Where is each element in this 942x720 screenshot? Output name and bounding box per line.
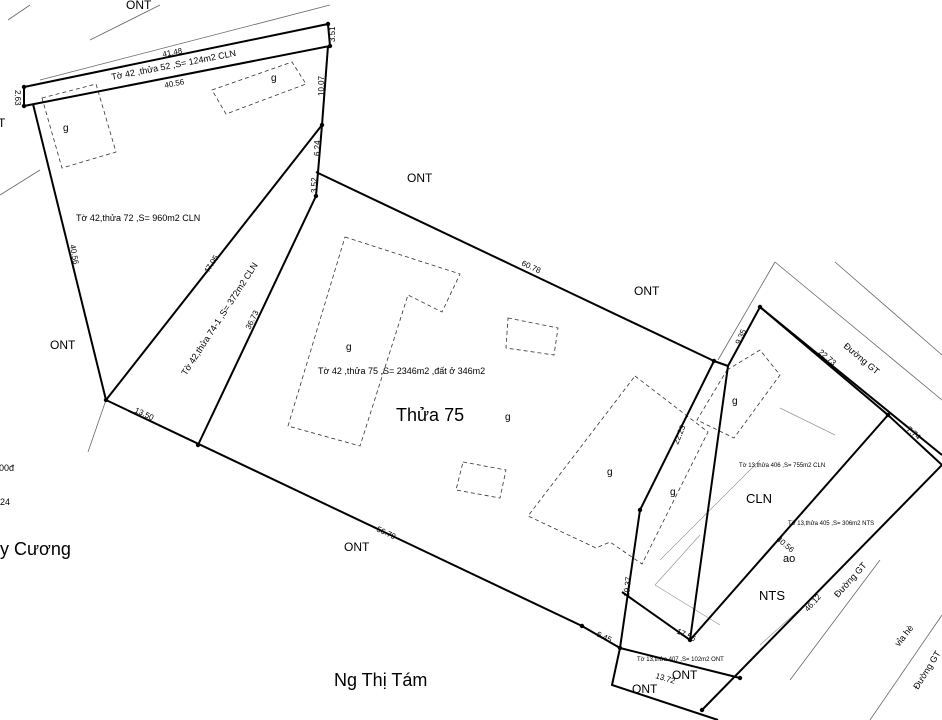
parcel-406-info: Tờ 13,thửa 406 ,S= 755m2 CLN (739, 462, 825, 469)
ont-label-center: ONT (407, 171, 433, 185)
land-use-labels: ONT ONT ONT ONT ONT ONT ONT CLN NTS ao g… (50, 0, 795, 696)
parcel-boundaries (23, 22, 942, 720)
g-label-2: g (271, 73, 277, 84)
dim-17-56: 17.56 (675, 627, 697, 644)
parcel-405-info: Tờ 13,thửa 405 ,S= 306m2 NTS (788, 520, 874, 527)
cln-label: CLN (746, 491, 772, 506)
road-label-3: Đường GT (911, 648, 942, 691)
road-label-1: Đường GT (842, 341, 882, 377)
context-lines (0, 4, 942, 720)
edge-fragment-24: 24 (0, 497, 10, 507)
ont-label-top: ONT (126, 0, 152, 12)
ao-label: ao (783, 553, 795, 565)
dim-40-56-right: 40.56 (775, 535, 797, 555)
g-label-7: g (732, 396, 738, 407)
dim-40-56-top: 40.56 (164, 77, 186, 90)
building-outlines (41, 61, 781, 565)
nts-label: NTS (759, 588, 785, 603)
vertex-points (21, 21, 891, 713)
g-label-1: g (63, 123, 69, 134)
ont-label-left: ONT (50, 338, 76, 352)
dim-41-48: 41.48 (162, 46, 184, 59)
dim-40-56-left: 40.56 (68, 244, 80, 266)
road-label-2: Đường GT (832, 560, 869, 599)
ont-label-right: ONT (634, 284, 660, 298)
dimension-labels: 41.48 40.56 3.51 10.07 2.63 6.24 3.52 40… (13, 26, 923, 686)
g-label-6: g (670, 487, 676, 498)
g-label-4: g (505, 412, 511, 423)
g-label-3: g (346, 342, 352, 353)
ont-label-bottom-right: ONT (632, 682, 658, 696)
owner-cuong: y Cương (0, 539, 71, 559)
ont-label-407: ONT (672, 668, 698, 682)
edge-fragments: T 00đ 24 (0, 116, 14, 507)
parcel-72-info: Tờ 42,thửa 72 ,S= 960m2 CLN (76, 213, 200, 223)
owner-tam: Ng Thị Tám (334, 670, 427, 690)
ont-label-bottom: ONT (344, 540, 370, 554)
edge-fragment-t: T (0, 116, 6, 130)
dim-10-07: 10.07 (317, 75, 326, 96)
dim-2-63: 2.63 (13, 90, 22, 106)
dim-13-50: 13.50 (133, 406, 155, 423)
dim-46-12: 46.12 (803, 592, 823, 613)
parcel-407-info: Tờ 13,thửa 407 ,S= 102m2 ONT (637, 656, 724, 663)
dim-6-24: 6.24 (313, 140, 322, 156)
parcel-labels: Thửa 75 Tờ 42 ,thửa 75 ,S= 2346m2 ,đất ở… (76, 48, 874, 663)
parcel-75-title: Thửa 75 (396, 405, 464, 425)
dim-19-37: 19.37 (622, 576, 633, 597)
dim-3-51: 3.51 (328, 26, 337, 42)
dim-22-23: 22.23 (672, 423, 688, 445)
sidewalk-label: vỉa hè (893, 623, 916, 648)
dim-60-78: 60.78 (520, 259, 542, 276)
owner-labels: Ng Thị Tám y Cương (0, 539, 427, 690)
dim-9-35: 9.35 (734, 327, 749, 345)
g-label-5: g (607, 467, 613, 478)
dim-56-79: 56.79 (375, 525, 397, 542)
dim-3-52: 3.52 (310, 177, 319, 193)
parcel-75-info: Tờ 42 ,thửa 75 ,S= 2346m2 ,đất ở 346m2 (318, 366, 485, 376)
edge-fragment-00d: 00đ (0, 463, 14, 473)
